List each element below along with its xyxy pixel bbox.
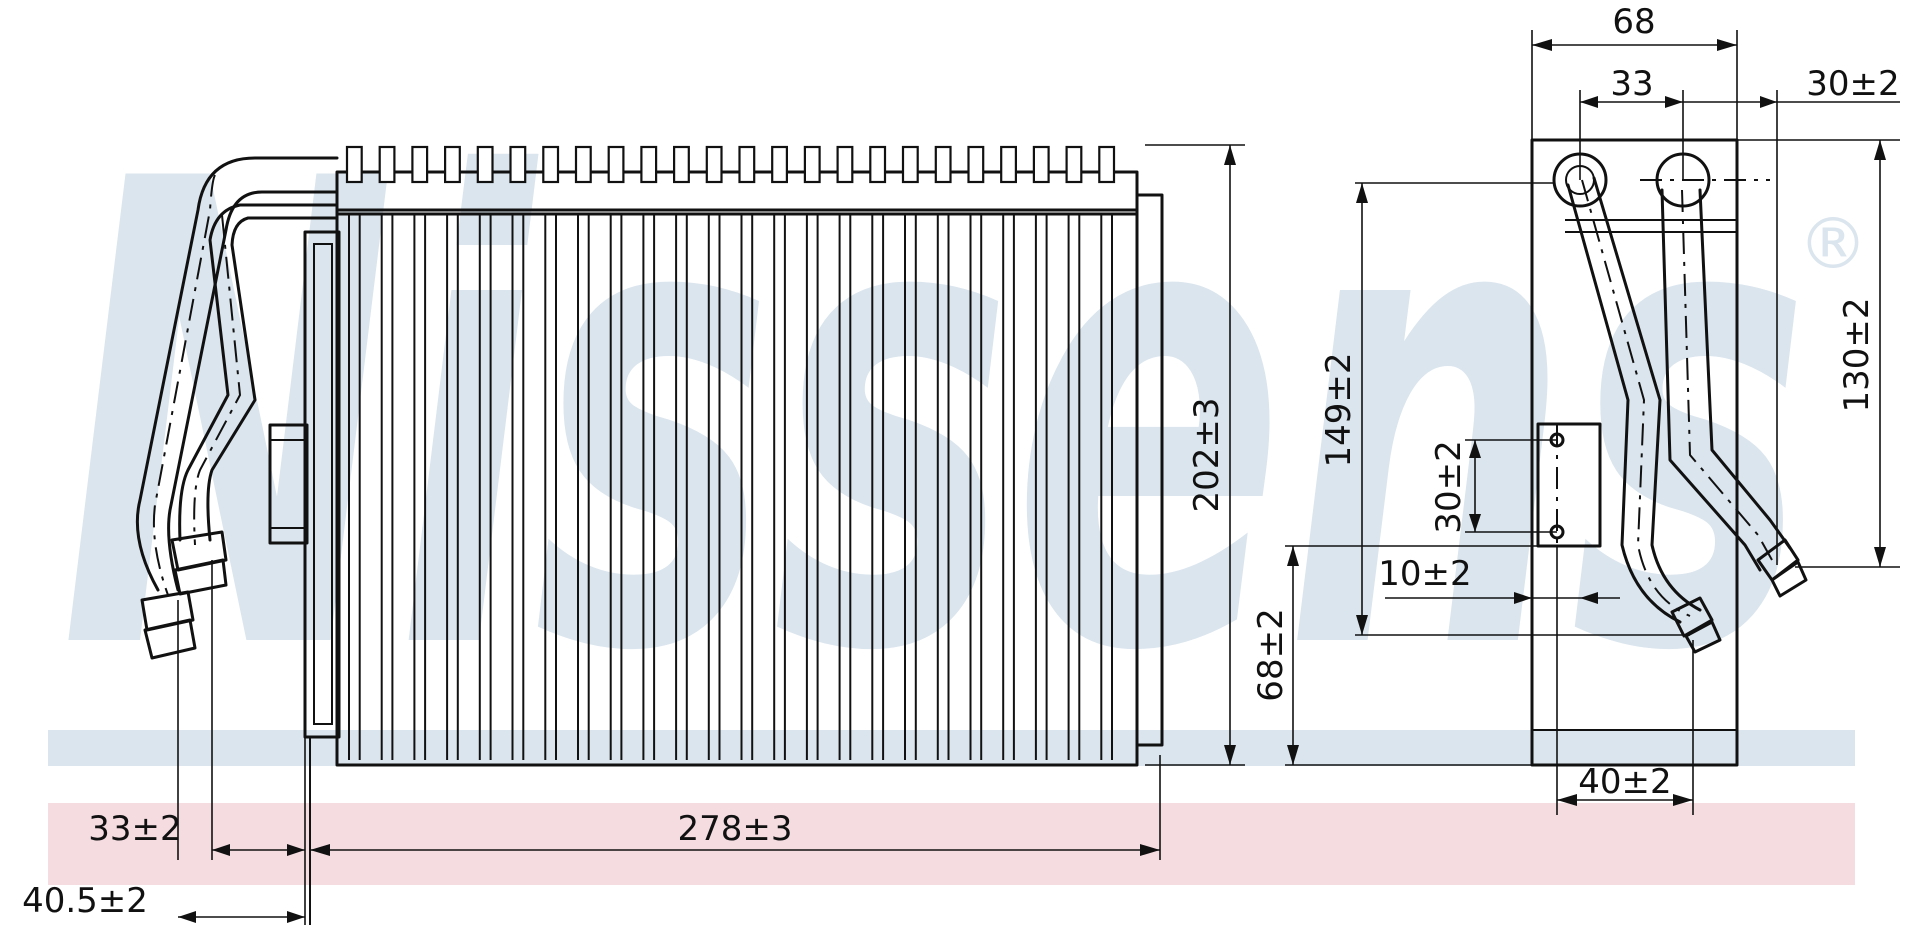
core-fin (934, 145, 952, 184)
core-fin (967, 145, 985, 184)
dim-bracket-hole-spacing: 30±2 (1429, 440, 1469, 533)
side-pipe-right (1660, 188, 1792, 572)
side-view-dimensions: 68 33 30±2 130±2 149±2 30±2 (1251, 2, 1900, 815)
core-fin (1000, 145, 1018, 184)
dim-core-width: 278±3 (677, 809, 792, 849)
core-fin (771, 145, 789, 184)
core-fin (1032, 145, 1050, 184)
inlet-pipe-fitting (170, 530, 228, 596)
core-fin (1098, 145, 1116, 184)
evaporator-core-front (268, 145, 1164, 767)
core-fin (738, 145, 756, 184)
core-fin (803, 145, 821, 184)
front-view-dimensions: 202±3 278±3 33±2 40.5±2 (22, 144, 1245, 925)
front-view-pipes (135, 156, 339, 660)
dim-bracket-offset: 10±2 (1378, 554, 1471, 594)
core-fin (640, 145, 658, 184)
outlet-pipe (135, 156, 339, 592)
core-fin (509, 145, 527, 184)
core-fin (705, 145, 723, 184)
core-fin (672, 145, 690, 184)
core-fin (378, 145, 396, 184)
core-fin (901, 145, 919, 184)
core-fins (345, 145, 1116, 184)
core-fin (574, 145, 592, 184)
core-tubes (348, 214, 1113, 760)
core-side-plate (303, 230, 341, 739)
core-right-tank (1135, 193, 1164, 747)
side-pipe-right-fitting (1756, 538, 1808, 598)
dim-core-height: 202±3 (1187, 397, 1227, 512)
dim-overall-depth: 68 (1612, 2, 1655, 42)
outlet-pipe-fitting (140, 590, 197, 660)
core-fin (836, 145, 854, 184)
core-fin (476, 145, 494, 184)
side-view-bracket (1536, 422, 1602, 548)
dim-pipe-spacing-bottom: 40±2 (1578, 762, 1671, 802)
core-fin (444, 145, 461, 184)
side-pipe-left-fitting (1670, 596, 1722, 654)
side-view-body (1530, 138, 1739, 767)
dim-pipe-height-side: 149±2 (1319, 352, 1359, 467)
core-side-plate-inner (313, 243, 333, 725)
core-fin (411, 145, 429, 184)
dim-bracket-height: 68±2 (1251, 608, 1291, 701)
dim-pipe-offset-right: 30±2 (1806, 64, 1899, 104)
watermark-registered-mark: ® (1798, 203, 1868, 285)
inlet-pipe (178, 203, 339, 542)
dim-pipe-height-right: 130±2 (1837, 297, 1877, 412)
core-fin (1065, 145, 1083, 184)
dim-pipe-offset-2: 40.5±2 (22, 881, 148, 921)
dim-pipe-offset-1: 33±2 (88, 809, 181, 849)
core-connector-block (268, 423, 309, 545)
core-fin (869, 145, 887, 184)
core-fin (542, 145, 560, 184)
evaporator-side-view (1530, 138, 1808, 767)
core-fin (345, 145, 363, 184)
core-fin (607, 145, 625, 184)
dim-pipe-spacing-top: 33 (1610, 64, 1653, 104)
watermark-red-band (48, 803, 1855, 885)
